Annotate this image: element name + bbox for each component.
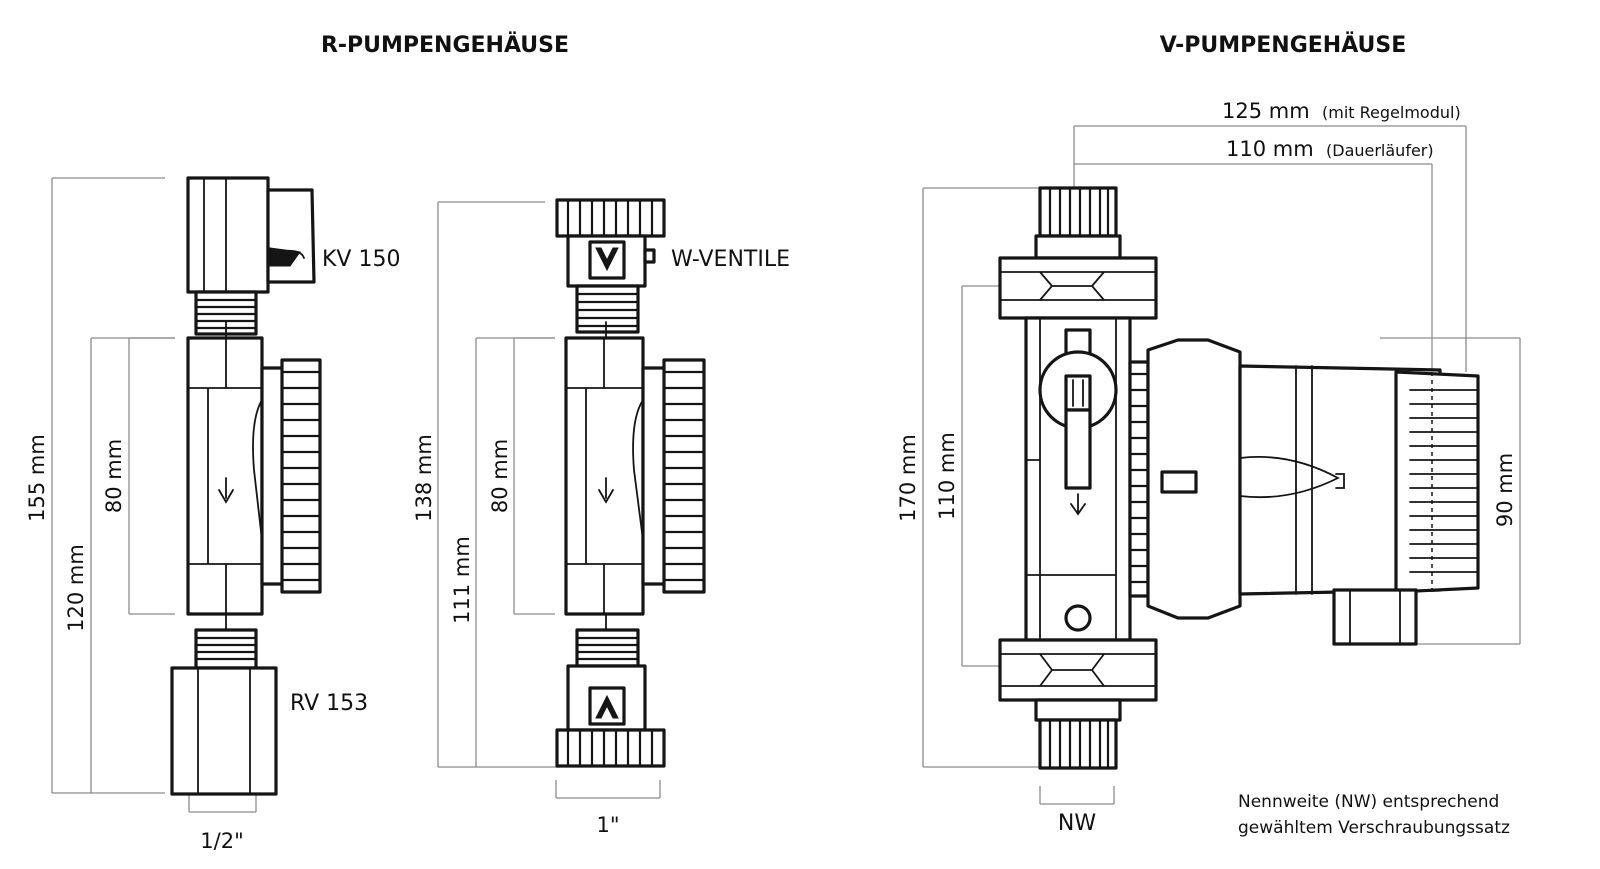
- dim-125mm-note: (mit Regelmodul): [1322, 103, 1461, 122]
- dim-138mm: 138 mm: [412, 434, 436, 522]
- r-housing-title: R-PUMPENGEHÄUSE: [321, 32, 569, 58]
- w-valve-lower: [555, 628, 666, 768]
- w-dimension-lines: [437, 201, 661, 799]
- v-pump: [998, 186, 1480, 770]
- dim-80mm-r: 80 mm: [102, 439, 126, 513]
- dim-110mm-width: 110 mm: [1226, 137, 1314, 161]
- dim-170mm: 170 mm: [896, 434, 920, 522]
- kv150-label: KV 150: [322, 247, 400, 272]
- r-dimension-lines: [51, 177, 257, 813]
- nw-label: NW: [1058, 811, 1096, 836]
- dim-110mm-width-note: (Dauerläufer): [1326, 141, 1434, 160]
- dim-120mm: 120 mm: [64, 544, 88, 632]
- w-valve-upper: [555, 198, 666, 334]
- dim-111mm: 111 mm: [450, 536, 474, 624]
- w-valves-label: W-VENTILE: [671, 247, 790, 272]
- rv153-label: RV 153: [290, 691, 368, 716]
- dim-155mm: 155 mm: [25, 434, 49, 522]
- dim-110mm-v: 110 mm: [935, 432, 959, 520]
- dim-80mm-w: 80 mm: [488, 439, 512, 513]
- dim-half-inch: 1/2": [200, 829, 243, 853]
- dim-125mm: 125 mm: [1222, 99, 1310, 123]
- rv153-valve: [170, 628, 278, 796]
- dim-one-inch: 1": [596, 813, 619, 837]
- kv150-valve: [186, 176, 316, 336]
- footnote-line1: Nennweite (NW) entsprechend: [1238, 792, 1499, 812]
- footnote-line2: gewähltem Verschraubungssatz: [1238, 818, 1510, 838]
- r-pump-housing: [186, 321, 322, 631]
- v-housing-title: V-PUMPENGEHÄUSE: [1160, 32, 1407, 58]
- dim-90mm: 90 mm: [1493, 453, 1517, 527]
- w-pump-housing: [564, 321, 706, 631]
